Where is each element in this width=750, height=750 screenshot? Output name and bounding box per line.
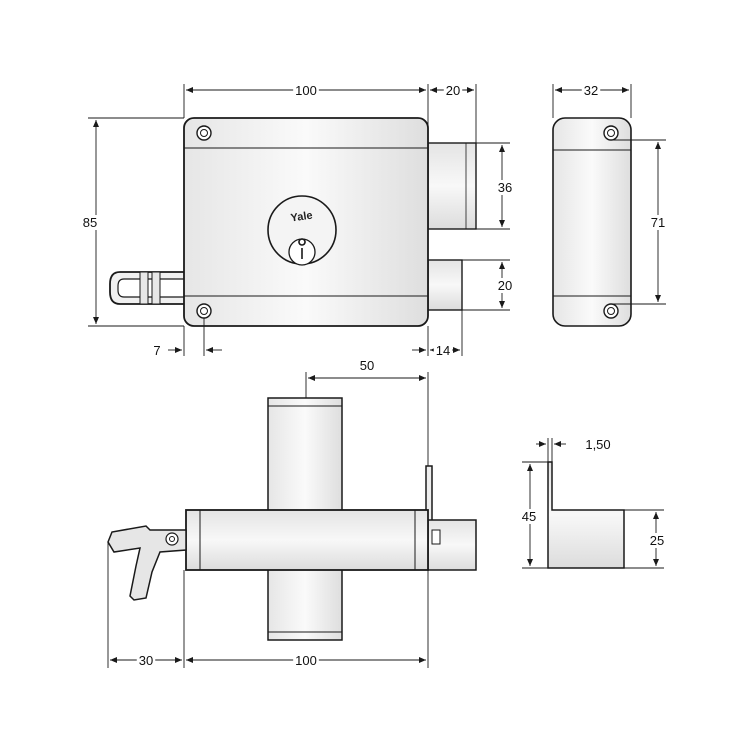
brand-logo: Yale	[290, 210, 313, 225]
dim-latch-projection: 14	[436, 343, 450, 358]
dim-label-bg	[647, 533, 667, 548]
lever-handle	[107, 525, 187, 601]
dim-label-bg	[583, 437, 613, 452]
dim-bottom-width: 100	[295, 653, 317, 668]
dim-keeper-lip: 25	[650, 533, 664, 548]
dim-side-height: 71	[651, 215, 665, 230]
body-profile	[185, 509, 429, 571]
side-body	[552, 117, 632, 327]
dim-label-bg	[581, 83, 601, 98]
bolt-projection	[427, 519, 477, 571]
dim-handle-length: 30	[139, 653, 153, 668]
dim-label-bg	[293, 653, 319, 668]
dim-label-bg	[519, 509, 539, 524]
dim-label-bg	[433, 343, 453, 358]
dim-keeper-height: 45	[522, 509, 536, 524]
keeper-view	[547, 461, 625, 569]
dim-body-height: 85	[83, 215, 97, 230]
dim-front-width: 100	[295, 83, 317, 98]
front-view	[109, 117, 477, 327]
dim-side-depth: 32	[584, 83, 598, 98]
dim-left-offset: 7	[153, 343, 160, 358]
keyhole	[298, 238, 306, 259]
dim-label-bg	[136, 653, 156, 668]
dim-label-bg	[443, 83, 463, 98]
dim-label-bg	[495, 278, 515, 293]
dim-label-bg	[151, 343, 163, 358]
dim-bolt-projection: 20	[446, 83, 460, 98]
dim-latch-height: 20	[498, 278, 512, 293]
dim-label-bg	[293, 83, 319, 98]
keeper-bracket	[547, 461, 625, 569]
dim-deadbolt-height: 36	[498, 180, 512, 195]
latch-bolt	[427, 259, 463, 311]
dim-keeper-thickness: 1,50	[585, 437, 610, 452]
dim-label-bg	[648, 215, 668, 230]
deadbolt	[427, 142, 477, 230]
dim-label-bg	[80, 215, 100, 230]
dim-label-bg	[495, 180, 515, 195]
dim-top-depth: 50	[360, 358, 374, 373]
dim-label-bg	[357, 358, 377, 373]
side-view	[552, 117, 632, 327]
top-view	[107, 397, 477, 641]
